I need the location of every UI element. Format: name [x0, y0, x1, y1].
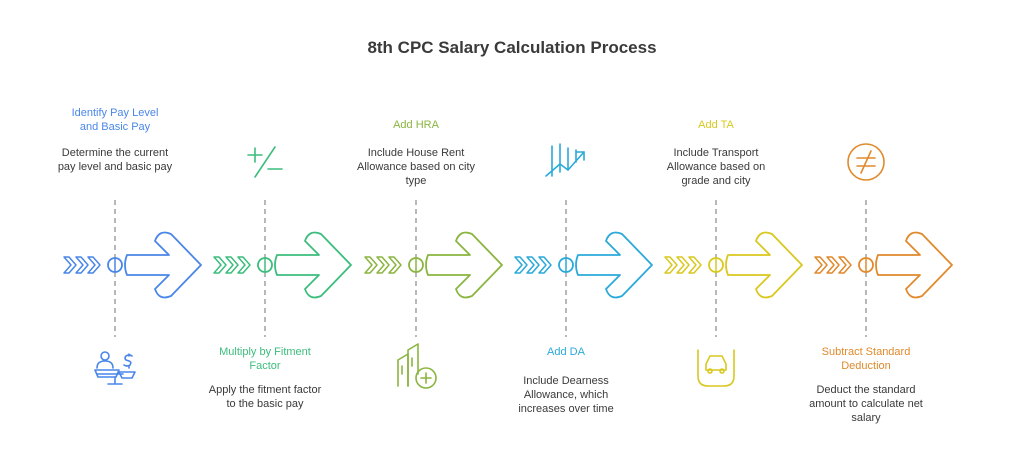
step-description: Include Transport Allowance based on gra… — [666, 147, 766, 187]
arrow-icon — [575, 231, 653, 299]
arrow-icon — [725, 231, 803, 299]
plus-slash-minus-icon — [247, 146, 283, 178]
step-2 — [213, 146, 352, 337]
step-description: Include House Rent Allowance based on ci… — [356, 147, 475, 187]
growth-chart-icon — [545, 143, 585, 177]
arrow-icon — [124, 231, 202, 299]
chevrons-icon — [514, 256, 552, 274]
step-heading: Subtract Standard Deduction — [821, 346, 911, 372]
chevrons-icon — [814, 256, 852, 274]
chevrons-icon — [63, 256, 101, 274]
step-4 — [514, 143, 653, 337]
step-description: Deduct the standard amount to calculate … — [809, 384, 923, 424]
arrow-icon — [274, 231, 352, 299]
step-3 — [364, 200, 503, 389]
scale-money-icon — [94, 351, 136, 385]
step-description: Apply the fitment factor to the basic pa… — [208, 384, 322, 410]
diagram-title: 8th CPC Salary Calculation Process — [367, 38, 657, 57]
chevrons-icon — [213, 256, 251, 274]
step-5 — [664, 200, 803, 387]
step-description: Determine the current pay level and basi… — [57, 147, 173, 173]
arrow-icon — [425, 231, 503, 299]
step-heading: Multiply by Fitment Factor — [219, 346, 311, 372]
step-6 — [814, 143, 953, 337]
not-equal-icon — [847, 143, 885, 181]
arrow-icon — [875, 231, 953, 299]
chevrons-icon — [364, 256, 402, 274]
car-icon — [697, 349, 735, 387]
step-heading: Add TA — [698, 119, 734, 131]
step-heading: Identify Pay Level and Basic Pay — [71, 107, 159, 133]
step-heading: Add DA — [547, 346, 585, 358]
building-plus-icon — [397, 343, 437, 389]
step-description: Include Dearness Allowance, which increa… — [518, 375, 614, 415]
step-heading: Add HRA — [393, 119, 439, 131]
step-1 — [63, 200, 202, 385]
chevrons-icon — [664, 256, 702, 274]
